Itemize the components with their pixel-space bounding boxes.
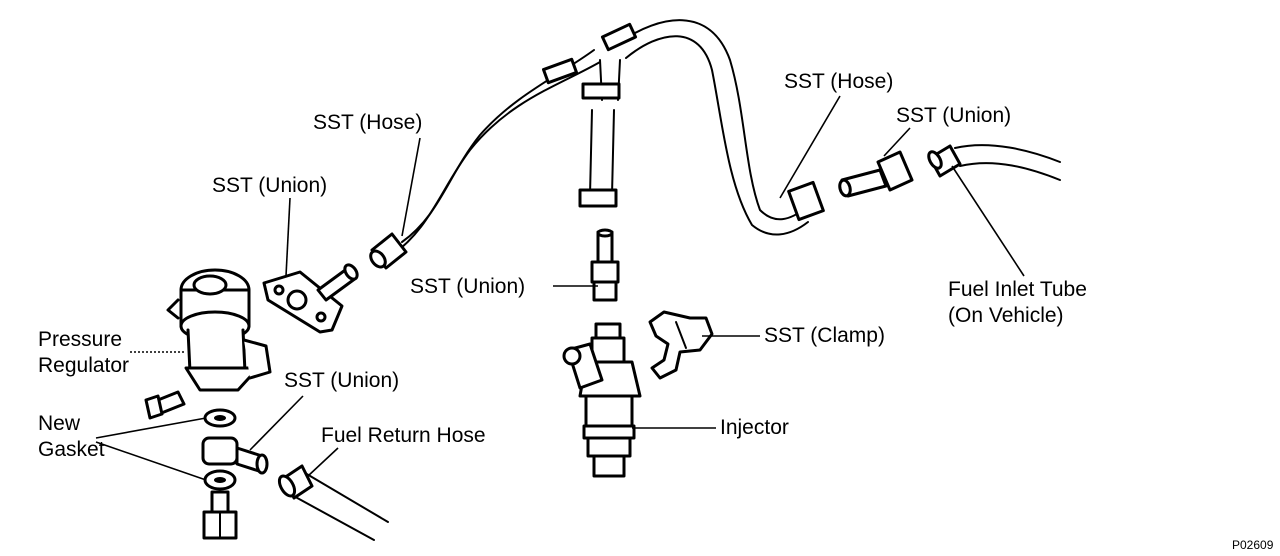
injector (562, 322, 642, 478)
label-sst-union-top-left: SST (Union) (212, 174, 327, 197)
label-sst-union-bottom: SST (Union) (284, 369, 399, 392)
label-sst-union-top-right: SST (Union) (896, 104, 1011, 127)
leader-fuel-inlet-tube (951, 165, 1025, 277)
left-hose-end-fitting (369, 232, 408, 270)
center-sst-union (590, 228, 620, 302)
leader-sst-hose-left (401, 137, 421, 237)
union-bolt (202, 490, 238, 540)
figure-code: P02609 (1232, 538, 1274, 552)
label-fuel-return-hose: Fuel Return Hose (321, 424, 486, 447)
leader-sst-union-top-left (285, 197, 291, 277)
label-fuel-inlet-tube-2: (On Vehicle) (948, 304, 1064, 327)
sst-clamp (648, 310, 714, 380)
label-sst-union-center: SST (Union) (410, 275, 525, 298)
label-injector: Injector (720, 416, 789, 439)
regulator-bolt-fitting (144, 390, 186, 420)
leader-new-gasket-top (95, 417, 207, 439)
label-new-gasket-2: Gasket (38, 438, 105, 461)
label-sst-clamp: SST (Clamp) (764, 324, 885, 347)
right-sst-union (838, 150, 914, 198)
label-sst-hose-left: SST (Hose) (313, 111, 422, 134)
leader-sst-union-bottom (249, 395, 304, 451)
sst-union-banjo (201, 436, 269, 475)
main-sst-hose (387, 19, 809, 259)
label-pressure-regulator-1: Pressure (38, 328, 122, 351)
label-pressure-regulator-2: Regulator (38, 354, 129, 377)
fuel-inlet-tube (927, 144, 1061, 181)
leader-lines (95, 95, 1025, 481)
pressure-regulator (166, 268, 272, 392)
new-gasket-top (203, 408, 237, 428)
sst-union-flange (262, 263, 359, 334)
leader-fuel-return-hose (307, 447, 339, 477)
label-sst-hose-right: SST (Hose) (784, 70, 893, 93)
leader-sst-hose-right (779, 95, 841, 199)
new-gasket-bottom (203, 469, 237, 491)
label-new-gasket-1: New (38, 412, 81, 435)
leader-sst-union-top-right (883, 127, 911, 157)
hose-clamps (542, 22, 825, 222)
label-fuel-inlet-tube-1: Fuel Inlet Tube (948, 278, 1087, 301)
leader-new-gasket-bottom (95, 441, 207, 481)
fuel-return-hose (277, 464, 389, 541)
